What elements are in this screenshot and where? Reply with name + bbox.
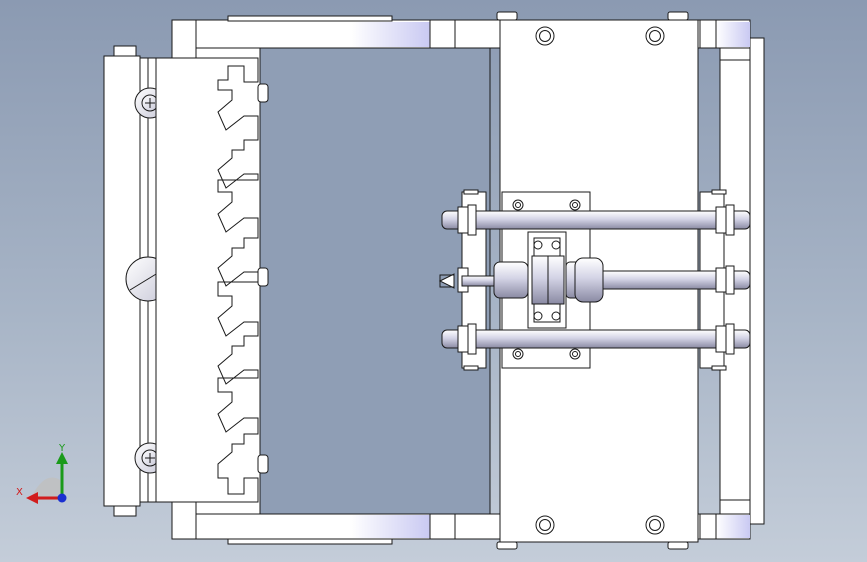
- triad-x-label: X: [16, 487, 23, 498]
- triad-y-label: Y: [59, 443, 66, 454]
- triad-x-arrow: [26, 492, 38, 504]
- pneumatic-cylinder[interactable]: [438, 255, 604, 305]
- triad-axes: [26, 452, 68, 504]
- bolt-head: [512, 199, 581, 360]
- coordinate-triad: X Y: [0, 430, 90, 520]
- triad-z-origin: [57, 493, 67, 503]
- comb-clamp-bar[interactable]: [103, 45, 269, 517]
- guide-rods[interactable]: [441, 189, 751, 371]
- bolt-head: [535, 26, 665, 535]
- triad-y-arrow: [56, 452, 68, 464]
